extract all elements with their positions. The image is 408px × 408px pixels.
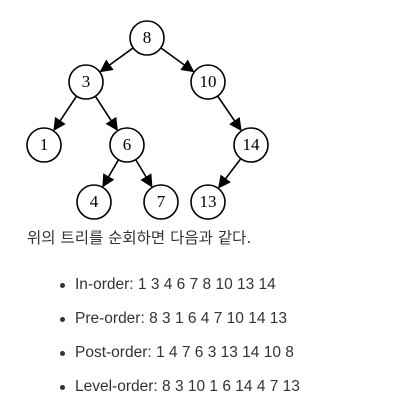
tree-node-circle bbox=[76, 184, 112, 220]
tree-node-3: 3 bbox=[68, 64, 104, 100]
traversal-sequence: 8 3 1 6 4 7 10 14 13 bbox=[149, 310, 287, 327]
tree-edge-arrow bbox=[99, 47, 134, 73]
traversal-sequence: 1 4 7 6 3 13 14 10 8 bbox=[156, 344, 294, 361]
tree-edge-arrow bbox=[135, 159, 153, 188]
tree-edge-arrow bbox=[53, 95, 78, 132]
tree-node-label: 7 bbox=[157, 192, 166, 211]
list-item-level-order: Level-order8 3 10 1 6 14 4 7 13 bbox=[0, 374, 300, 408]
bullet-icon bbox=[60, 317, 65, 322]
tree-node-7: 7 bbox=[143, 184, 179, 220]
traversal-sequence: 8 3 10 1 6 14 4 7 13 bbox=[162, 378, 300, 395]
tree-edge-arrow bbox=[94, 95, 118, 131]
tree-node-label: 8 bbox=[143, 28, 152, 47]
tree-node-circle bbox=[190, 184, 226, 220]
tree-edge-arrow bbox=[102, 159, 120, 188]
traversal-list: In-order1 3 4 6 7 8 10 13 14 Pre-order8 … bbox=[0, 272, 300, 408]
tree-node-circle bbox=[109, 127, 145, 163]
tree-node-label: 10 bbox=[200, 72, 217, 91]
traversal-caption: 위의 트리를 순회하면 다음과 같다. bbox=[27, 229, 252, 247]
tree-node-8: 8 bbox=[129, 20, 165, 56]
traversal-name: Post-order bbox=[75, 344, 156, 361]
tree-node-10: 10 bbox=[190, 64, 226, 100]
tree-node-circle bbox=[26, 127, 62, 163]
traversal-name: In-order bbox=[75, 276, 138, 293]
tree-node-6: 6 bbox=[109, 127, 145, 163]
tree-node-label: 13 bbox=[200, 192, 217, 211]
tree-node-13: 13 bbox=[190, 184, 226, 220]
tree-node-circle bbox=[190, 64, 226, 100]
list-item-pre-order: Pre-order8 3 1 6 4 7 10 14 13 bbox=[0, 306, 300, 340]
tree-node-label: 3 bbox=[82, 72, 91, 91]
traversal-name: Level-order bbox=[75, 378, 162, 395]
tree-nodes: 8 3 10 1 6 14 4 7 13 bbox=[26, 20, 269, 220]
bullet-icon bbox=[60, 385, 65, 390]
tree-node-circle bbox=[233, 127, 269, 163]
tree-node-circle bbox=[143, 184, 179, 220]
tree-edge-arrow bbox=[216, 95, 242, 132]
tree-node-label: 1 bbox=[40, 135, 49, 154]
tree-edge-arrow bbox=[218, 158, 242, 189]
binary-search-tree-diagram: 8 3 10 1 6 14 4 7 13 bbox=[26, 20, 269, 220]
traversal-sequence: 1 3 4 6 7 8 10 13 14 bbox=[137, 276, 276, 293]
tree-node-1: 1 bbox=[26, 127, 62, 163]
tree-node-label: 6 bbox=[123, 135, 132, 154]
tree-node-label: 4 bbox=[90, 192, 99, 211]
list-item-in-order: In-order1 3 4 6 7 8 10 13 14 bbox=[0, 272, 300, 306]
tree-node-label: 14 bbox=[243, 135, 261, 154]
tree-edges bbox=[53, 47, 242, 189]
tree-node-14: 14 bbox=[233, 127, 269, 163]
tree-edge-arrow bbox=[160, 47, 195, 73]
traversal-name: Pre-order bbox=[75, 310, 149, 327]
tree-node-circle bbox=[68, 64, 104, 100]
tree-node-circle bbox=[129, 20, 165, 56]
bullet-icon bbox=[60, 351, 65, 356]
tree-node-4: 4 bbox=[76, 184, 112, 220]
list-item-post-order: Post-order1 4 7 6 3 13 14 10 8 bbox=[0, 340, 300, 374]
bullet-icon bbox=[60, 283, 65, 288]
